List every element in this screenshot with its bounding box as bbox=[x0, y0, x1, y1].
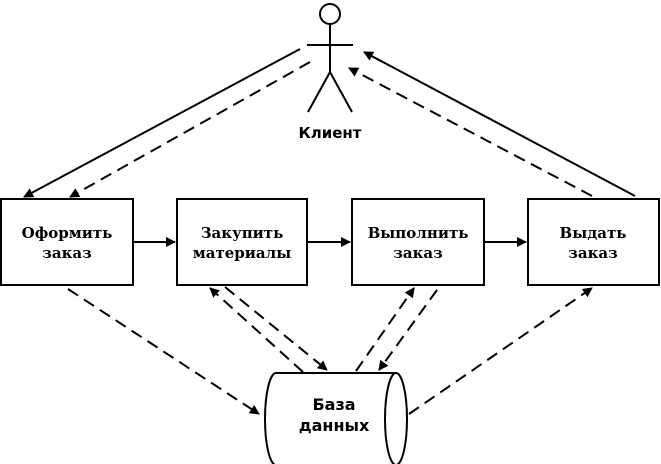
database-body bbox=[264, 372, 408, 464]
process-label-line1: Закупить bbox=[201, 224, 284, 242]
arrow-db-to-materials-dashed bbox=[209, 287, 304, 373]
arrow-deliver-to-client bbox=[363, 51, 636, 197]
process-label-line2: заказ bbox=[568, 244, 617, 262]
process-label-line1: Выполнить bbox=[368, 224, 469, 242]
process-label-line1: Выдать bbox=[560, 224, 627, 242]
process-deliver-order[interactable]: Выдать заказ bbox=[527, 198, 660, 286]
arrow-materials-to-db-dashed bbox=[224, 286, 328, 371]
arrow-order-to-client-dashed bbox=[69, 61, 311, 198]
process-buy-materials[interactable]: Закупить материалы bbox=[176, 198, 308, 286]
actor-leg-left bbox=[307, 71, 331, 113]
actor-label: Клиент bbox=[299, 124, 362, 142]
database-label-line2: данных bbox=[299, 416, 370, 435]
arrow-order-to-db-dashed bbox=[67, 288, 260, 415]
process-label-line1: Оформить bbox=[22, 224, 113, 242]
process-place-order[interactable]: Оформить заказ bbox=[0, 198, 134, 286]
arrow-fulfill-to-db-dashed bbox=[378, 289, 438, 371]
arrow-client-to-order bbox=[23, 48, 301, 198]
actor-leg-right bbox=[329, 71, 353, 113]
process-box bbox=[0, 198, 134, 286]
process-box bbox=[176, 198, 308, 286]
process-box bbox=[351, 198, 485, 286]
process-box bbox=[527, 198, 660, 286]
process-fulfill-order[interactable]: Выполнить заказ bbox=[351, 198, 485, 286]
actor-head bbox=[319, 3, 341, 25]
process-label-line2: материалы bbox=[193, 244, 292, 262]
database-label-line1: База bbox=[312, 395, 355, 414]
database-inner-edge bbox=[384, 372, 397, 464]
database-store[interactable]: База данных bbox=[264, 372, 408, 464]
arrow-db-to-deliver-dashed bbox=[408, 287, 593, 415]
process-label-line2: заказ bbox=[42, 244, 91, 262]
actor-client[interactable]: Клиент bbox=[299, 3, 362, 142]
arrow-deliver-to-client-dashed bbox=[348, 67, 593, 197]
process-label-line2: заказ bbox=[393, 244, 442, 262]
arrow-db-to-fulfill-dashed bbox=[355, 287, 415, 372]
